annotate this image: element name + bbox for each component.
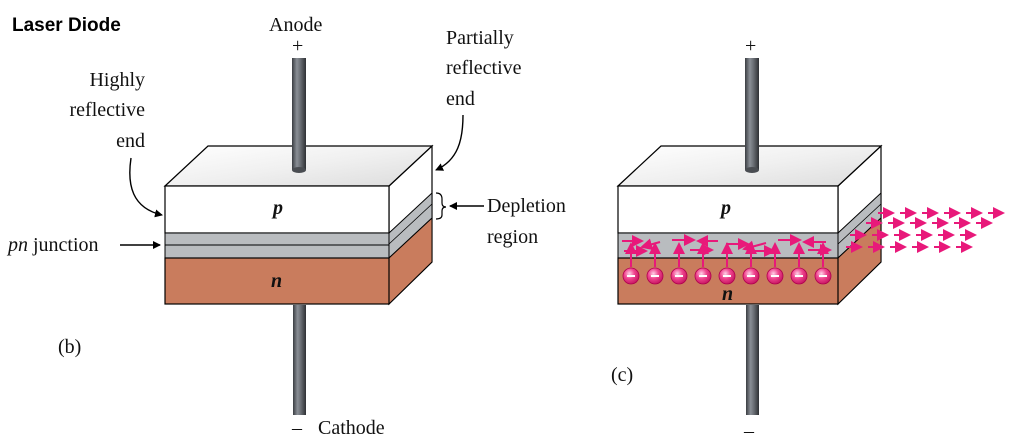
partially-reflective-label: Partially reflective end xyxy=(446,27,522,110)
anode-lead-c xyxy=(745,58,759,170)
plus-sign-c: + xyxy=(745,35,756,57)
svg-text:Partially: Partially xyxy=(446,27,514,49)
diagram-title: Laser Diode xyxy=(12,15,121,36)
p-region xyxy=(164,185,390,234)
n-label-c: n xyxy=(722,283,733,305)
emitted-photon-arrows xyxy=(846,207,1005,253)
depletion-layer-lower xyxy=(164,244,390,259)
pn-junction-label: pn junction xyxy=(6,234,99,256)
n-region xyxy=(164,257,390,305)
figure-b: p n Anode + – Cathode Highly reflective … xyxy=(6,14,566,439)
depletion-region-label: Depletion region xyxy=(487,195,566,248)
plus-sign: + xyxy=(292,35,303,57)
electrons xyxy=(622,242,832,285)
depletion-layer-upper xyxy=(164,232,390,246)
cathode-lead-c xyxy=(746,305,759,415)
svg-text:end: end xyxy=(446,88,475,110)
partially-reflective-arrow xyxy=(435,114,464,171)
cathode-lead xyxy=(293,305,306,415)
svg-text:reflective: reflective xyxy=(446,57,522,79)
figure-c: + – p n (c) xyxy=(611,35,1005,442)
minus-sign: – xyxy=(291,417,303,439)
svg-text:region: region xyxy=(487,226,538,248)
cathode-label: Cathode xyxy=(318,417,385,439)
figure-c-label: (c) xyxy=(611,364,633,386)
svg-text:Depletion: Depletion xyxy=(487,195,566,217)
anode-label: Anode xyxy=(269,14,322,36)
svg-text:end: end xyxy=(116,130,145,152)
anode-lead xyxy=(292,58,306,170)
p-label-c: p xyxy=(719,197,731,219)
p-region-c xyxy=(617,185,839,234)
svg-text:Highly: Highly xyxy=(89,69,145,91)
depletion-brace xyxy=(435,192,447,220)
svg-text:reflective: reflective xyxy=(70,99,146,121)
n-label: n xyxy=(271,270,282,292)
highly-reflective-label: Highly reflective end xyxy=(70,69,146,152)
figure-b-label: (b) xyxy=(58,336,81,358)
minus-sign-c: – xyxy=(743,420,755,442)
p-label: p xyxy=(271,197,283,219)
highly-reflective-arrow xyxy=(129,157,163,218)
